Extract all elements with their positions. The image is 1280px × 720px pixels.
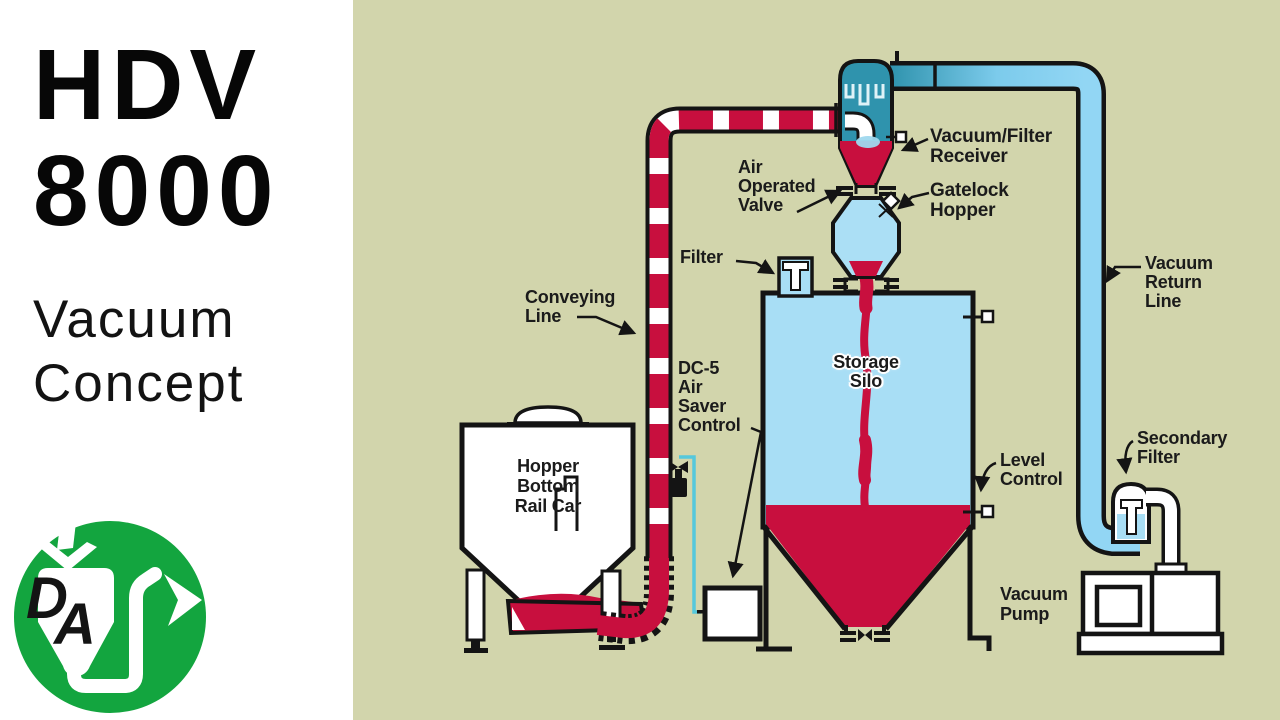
brand-logo-icon: D A [14,521,206,713]
dc5-arrow [727,426,763,579]
control-valve-icon [669,461,688,497]
air-valve-arrow [796,189,843,214]
logo-pipe [67,567,162,693]
label-storage-silo: Storage Silo [833,352,899,391]
label-dc5-air-saver-control: DC-5 Air Saver Control [678,358,741,435]
silo-material [766,505,970,627]
silo-right-leg [967,527,992,651]
vacuum-system-diagram: Vacuum/Filter Receiver Gatelock Hopper A… [353,0,1280,720]
subtitle-line-2: Concept [33,354,245,413]
receiver-spray [856,136,880,148]
railcar-bracket [554,475,579,531]
receiver-arrow [900,137,929,152]
label-secondary-filter: Secondary Filter [1137,428,1228,467]
dc5-air-saver-control [669,455,763,642]
gatelock-material [849,261,883,276]
title-line-2: 8000 [33,135,280,247]
label-gatelock-hopper: Gatelock Hopper [930,180,1009,221]
vacuum-return-line-pipe [890,61,1140,556]
hopper-bottom-rail-car [459,405,647,653]
pump-outlet-pipe [1146,487,1188,575]
logo-letters: D A [26,566,96,657]
logo-hopper-shape [38,568,114,676]
storage-silo [756,256,995,652]
label-conveying-line: Conveying Line [525,287,616,326]
silo-left-leg [756,527,792,652]
conveying-line-arrow [577,315,637,336]
secondary-filter-arrow [1116,439,1134,475]
logo-right-arrow-icon [164,574,202,626]
air-operated-valve [836,186,896,196]
page-title: HDV 8000 [33,32,279,244]
secondary-filter [1111,481,1151,544]
silo-top-filter-vent [777,256,814,298]
return-line-arrow [1105,264,1141,284]
flex-hose [596,554,674,645]
label-vacuum-pump: Vacuum Pump [1000,584,1068,624]
receiver-filter-elements [844,84,885,106]
railcar-hatch [513,405,583,425]
filter-arrow [735,258,776,275]
label-vacuum-filter-receiver: Vacuum/Filter Receiver [930,126,1052,167]
logo-down-arrow-icon [39,522,97,571]
control-box [702,585,763,642]
logo-letter-d: D [26,566,68,631]
diagram-canvas [459,51,1225,656]
silo-discharge-valve [840,625,890,642]
vacuum-filter-receiver [838,51,899,194]
gatelock-hopper [831,186,901,289]
label-hopper-bottom-rail-car: Hopper Bottom Rail Car [514,456,582,516]
label-filter: Filter [680,247,723,267]
label-air-operated-valve: Air Operated Valve [738,157,816,215]
gatelock-outlet-flange [833,278,899,289]
material-stream [858,271,874,511]
receiver-tap-square [894,130,908,144]
pump-base [1076,631,1225,656]
brand-logo: D A [8,514,208,714]
leader-lines [577,135,1141,579]
railcar-leg-left [464,568,488,653]
receiver-inlet-elbow [845,114,873,140]
page-subtitle: Vacuum Concept [33,288,244,416]
pump-window [1094,584,1143,628]
subtitle-line-1: Vacuum [33,290,236,349]
label-vacuum-return-line: Vacuum Return Line [1145,253,1213,311]
vacuum-pump [1076,570,1225,656]
gatelock-arrow [897,191,930,210]
level-sensor-upper [963,309,995,324]
receiver-material [840,141,892,185]
logo-letter-a: A [52,592,96,657]
level-arrow [974,461,997,493]
level-sensor-lower [963,504,995,519]
left-panel: HDV 8000 Vacuum Concept D A [0,0,353,720]
silo-cone [761,524,975,631]
gatelock-handle-diamond [881,191,901,211]
title-line-1: HDV [33,29,263,141]
conveying-line-pipe [645,103,846,558]
trough-highlight [512,607,525,630]
label-level-control: Level Control [1000,450,1063,489]
